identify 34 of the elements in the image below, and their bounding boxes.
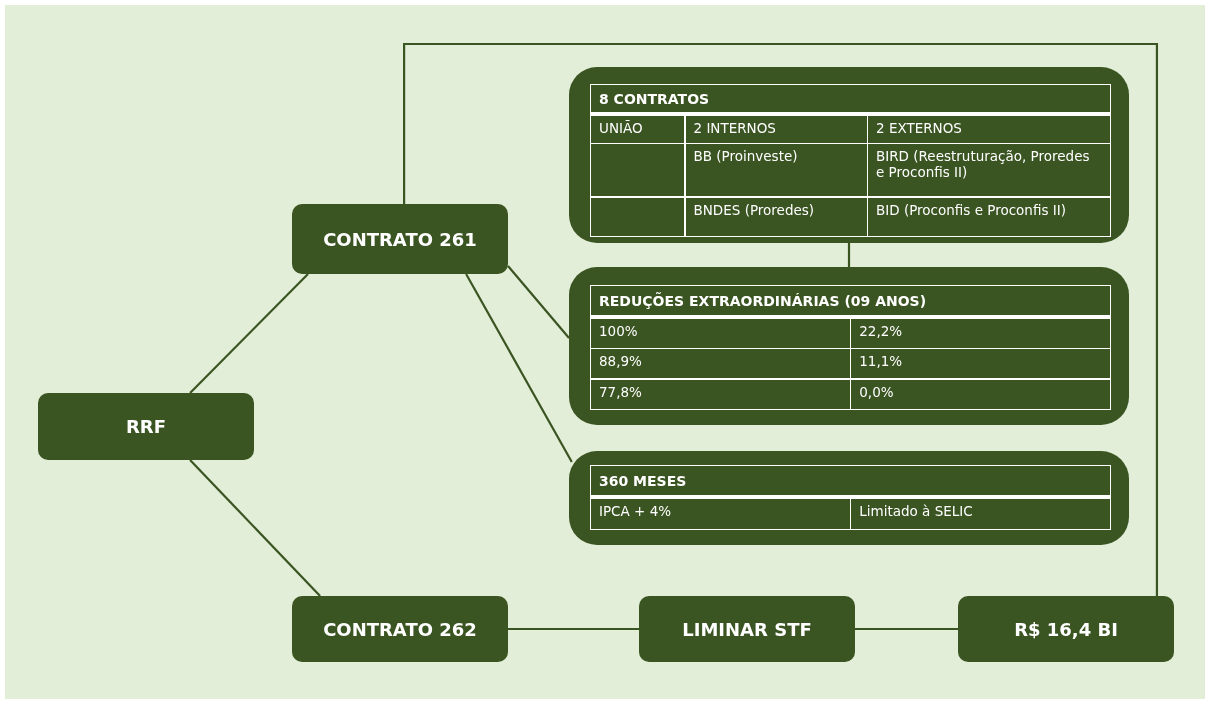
- table-cell: 77,8%: [591, 379, 850, 409]
- process-box: CONTRATO 262: [292, 596, 508, 662]
- connector-line: [189, 459, 321, 597]
- table-cell: BB (Proinveste): [685, 144, 867, 196]
- table-cell: 2 EXTERNOS: [868, 115, 1110, 143]
- table-cell: BID (Proconfis e Proconfis II): [868, 197, 1110, 236]
- connector-line: [855, 627, 958, 631]
- connector-line: [465, 273, 573, 463]
- process-box: LIMINAR STF: [639, 596, 855, 662]
- table-panel: [569, 451, 1129, 545]
- connector-line: [403, 42, 1159, 596]
- table-cell: BNDES (Proredes): [685, 197, 867, 236]
- table-panel: [569, 67, 1129, 243]
- connector-line: [189, 273, 309, 394]
- table-cell: Limitado à SELIC: [851, 498, 1110, 529]
- table-header: REDUÇÕES EXTRAORDINÁRIAS (09 ANOS): [591, 286, 1110, 315]
- process-box: RRF: [38, 393, 254, 460]
- table-cell: 11,1%: [851, 349, 1110, 378]
- connector-line: [847, 243, 851, 267]
- process-box: R$ 16,4 BI: [958, 596, 1174, 662]
- table-cell: 0,0%: [851, 379, 1110, 409]
- table-cell: 22,2%: [851, 318, 1110, 348]
- table-header: 360 MESES: [591, 466, 1110, 495]
- table-cell: 100%: [591, 318, 850, 348]
- connector-line: [508, 627, 639, 631]
- connector-line: [507, 265, 570, 339]
- table-panel: [569, 267, 1129, 425]
- table-cell: IPCA + 4%: [591, 498, 850, 529]
- table-cell: 88,9%: [591, 349, 850, 378]
- table-cell: BIRD (Reestruturação, Proredes e Proconfis II): [868, 144, 1110, 196]
- table-cell: UNIÃO: [591, 115, 684, 143]
- table-cell: 2 INTERNOS: [685, 115, 867, 143]
- process-box: CONTRATO 261: [292, 204, 508, 274]
- table-header: 8 CONTRATOS: [591, 85, 1110, 112]
